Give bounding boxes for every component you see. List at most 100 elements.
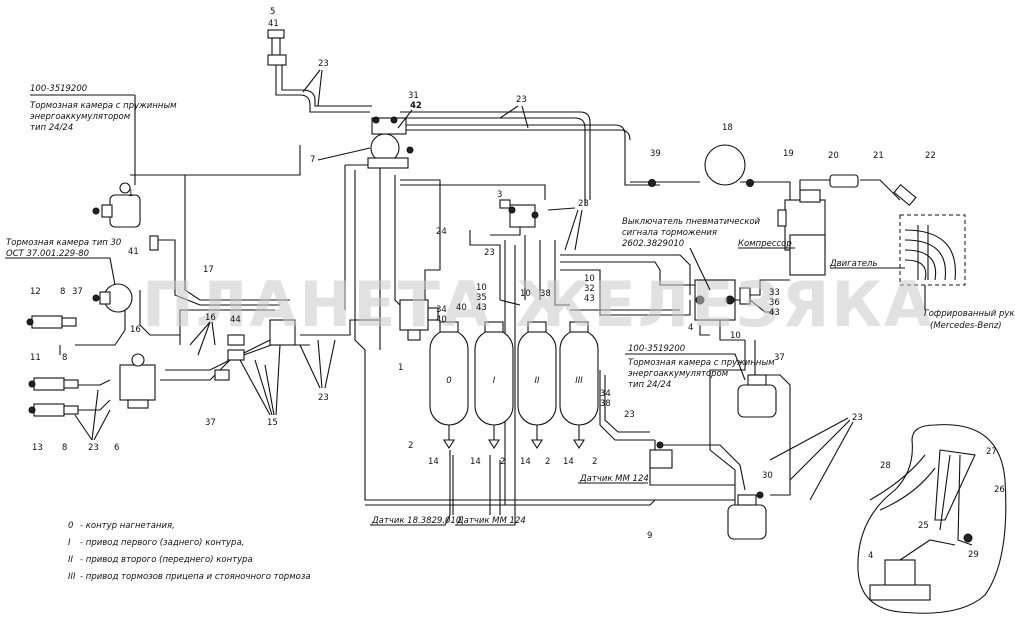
- legend-symbol-0: 0: [68, 521, 73, 531]
- num-10-c: 10: [584, 274, 595, 284]
- brake-chamber-type-30: [92, 283, 133, 313]
- valve-11: [28, 377, 79, 391]
- num-1: 1: [398, 363, 403, 373]
- num-8-b: 8: [62, 353, 67, 363]
- num-16-a: 16: [130, 325, 141, 335]
- num-30: 30: [762, 471, 773, 481]
- num-44: 44: [230, 315, 241, 325]
- num-9: 9: [647, 531, 652, 541]
- num-41-left: 41: [128, 247, 139, 257]
- sensor-mm124-right-label: Датчик ММ 124: [579, 474, 649, 484]
- num-21: 21: [873, 151, 884, 161]
- legend-text-2: - привод второго (переднего) контура: [80, 555, 253, 565]
- left-chamber-code: 100-3519200: [30, 84, 87, 94]
- component-7-valve: [367, 116, 414, 169]
- num-24: 24: [436, 227, 447, 237]
- num-2-d: 2: [592, 457, 597, 467]
- left-spring-brake-chamber: [92, 182, 141, 228]
- num-14-c: 14: [520, 457, 531, 467]
- right-chamber-code: 100-3519200: [628, 344, 685, 354]
- hose-label-1: Гофрированный рукав: [924, 309, 1015, 319]
- component-descriptions: 100-3519200 Тормозная камера с пружинным…: [5, 84, 1015, 526]
- num-37-b: 37: [205, 418, 216, 428]
- num-43-c: 43: [769, 308, 780, 318]
- component-41-tee: [149, 235, 159, 251]
- num-23-far-right: 23: [852, 413, 863, 423]
- num-34-a: 34: [436, 305, 447, 315]
- component-numbers: 5 41 23 31 42 23 18 7 39 19 20 21 22 3 2…: [30, 7, 1005, 561]
- tank-2-label: II: [534, 376, 540, 386]
- valve-13: [28, 403, 79, 417]
- num-20: 20: [828, 151, 839, 161]
- num-8-a: 8: [60, 287, 65, 297]
- right-spring-brake-chamber-upper: [737, 374, 777, 418]
- air-tank-1: [474, 321, 514, 450]
- num-38-a: 38: [540, 289, 551, 299]
- engine-block: [899, 214, 966, 286]
- right-chamber-desc-3: тип 24/24: [628, 380, 671, 390]
- num-17: 17: [203, 265, 214, 275]
- valve-12: [26, 315, 77, 329]
- legend-symbol-1: I: [68, 538, 71, 548]
- num-5: 5: [270, 7, 275, 17]
- num-18: 18: [722, 123, 733, 133]
- tank-1-label: I: [493, 376, 496, 386]
- component-19-fitting: [746, 179, 754, 187]
- num-43-b: 43: [584, 294, 595, 304]
- component-20-filter: [829, 174, 859, 188]
- sensor-18-label: Датчик 18.3829.010: [371, 516, 461, 526]
- num-14-d: 14: [563, 457, 574, 467]
- legend-symbol-2: II: [68, 555, 74, 565]
- num-4-inset: 4: [868, 551, 873, 561]
- num-23-mid: 23: [578, 199, 589, 209]
- pedal-inset: [857, 424, 1007, 614]
- legend-text-3: - привод тормозов прицепа и стояночного …: [80, 572, 311, 582]
- right-chamber-desc-1: Тормозная камера с пружинным: [628, 358, 775, 368]
- num-32: 32: [584, 284, 595, 294]
- legend-text-1: - привод первого (заднего) контура,: [80, 538, 244, 548]
- component-5-valve: [267, 29, 287, 66]
- num-19: 19: [783, 149, 794, 159]
- num-40-b: 40: [456, 303, 467, 313]
- num-3: 3: [497, 190, 502, 200]
- legend-text-0: - контур нагнетания,: [80, 521, 175, 531]
- num-23-lower-left: 23: [88, 443, 99, 453]
- num-31: 31: [408, 91, 419, 101]
- compressor: [777, 189, 826, 276]
- engine-label: Двигатель: [829, 259, 877, 269]
- num-33: 33: [769, 288, 780, 298]
- num-22: 22: [925, 151, 936, 161]
- num-15: 15: [267, 418, 278, 428]
- hose-label-2: (Mercedes-Benz): [930, 321, 1002, 331]
- num-2-c: 2: [545, 457, 550, 467]
- num-38-b: 38: [600, 399, 611, 409]
- component-22-fitting: [893, 183, 917, 207]
- sensor-9: [649, 441, 673, 469]
- left-chamber-desc-1: Тормозная камера с пружинным: [30, 101, 177, 111]
- num-23-upper: 23: [516, 95, 527, 105]
- num-10-d: 10: [730, 331, 741, 341]
- num-25: 25: [918, 521, 929, 531]
- sensor-mm124-bottom-label: Датчик ММ 124: [456, 516, 526, 526]
- component-39-fitting: [648, 179, 656, 187]
- num-2-b: 2: [500, 457, 505, 467]
- left-chamber-desc-2: энергоаккумулятором: [30, 112, 131, 122]
- num-16-b: 16: [205, 313, 216, 323]
- air-tank-2: [517, 321, 557, 450]
- num-42: 42: [410, 101, 422, 111]
- num-12: 12: [30, 287, 41, 297]
- num-26: 26: [994, 485, 1005, 495]
- component-3-valve: [499, 199, 539, 228]
- num-29: 29: [968, 550, 979, 560]
- switch-desc-3: 2602.3829010: [622, 239, 684, 249]
- num-35: 35: [476, 293, 487, 303]
- component-1-valve: [399, 299, 439, 341]
- chamber30-desc-2: ОСТ 37.001.229-80: [6, 249, 89, 259]
- num-39: 39: [650, 149, 661, 159]
- air-tank-0: [429, 321, 469, 450]
- num-37-a: 37: [72, 287, 83, 297]
- compressor-label: Компрессор: [738, 239, 792, 249]
- num-1-left: 1: [128, 189, 133, 199]
- num-23-right: 23: [624, 410, 635, 420]
- num-36: 36: [769, 298, 780, 308]
